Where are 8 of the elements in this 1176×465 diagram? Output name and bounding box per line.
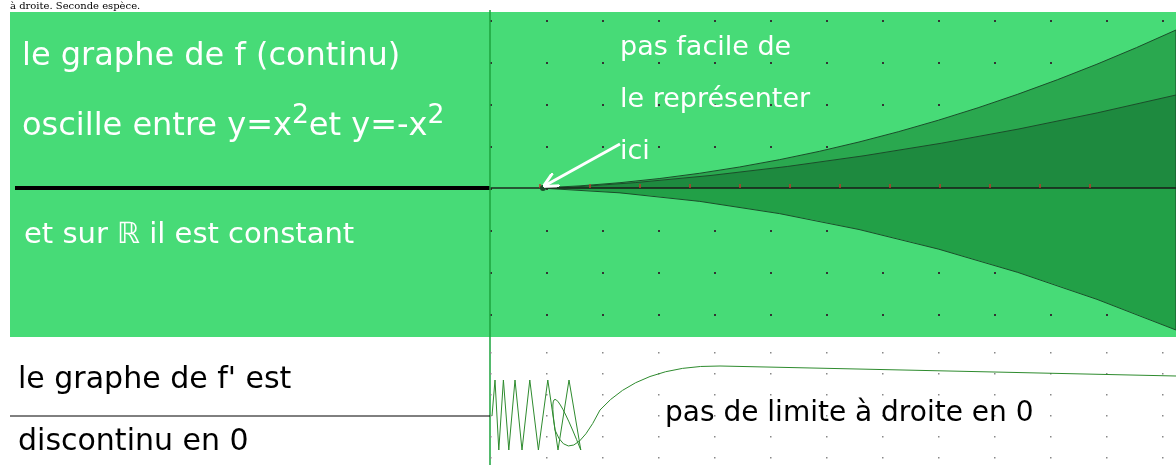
annotation-text: pas facile de le représenter ici xyxy=(620,20,820,176)
annotation-text: le graphe de f' est discontinu en 0 xyxy=(18,359,293,459)
arrow xyxy=(541,142,621,188)
annotation-text: le graphe de f (continu) oscille entre y=x$^{2}$et y=-x$^{2}$ xyxy=(22,34,446,145)
origin-point xyxy=(540,185,546,191)
annotation-text: pas de limite à droite en 0 xyxy=(665,395,1034,428)
annotation-text: et sur ℝ il est constant xyxy=(24,216,355,250)
caption-text: à droite. Seconde espèce. xyxy=(10,0,141,11)
